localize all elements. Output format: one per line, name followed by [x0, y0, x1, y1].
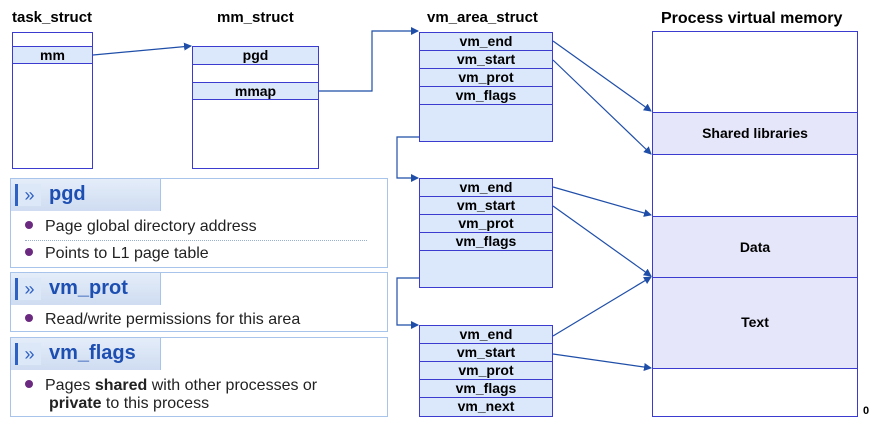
vm-prot-panel-title: vm_prot [49, 277, 128, 299]
pgd-panel-header: » pgd [11, 179, 161, 211]
text-segment: Text [653, 277, 857, 369]
vm-flags-bullet-1-cont: private to this process [49, 395, 210, 412]
vm3-vm-flags: vm_flags [420, 380, 552, 398]
vm2-vm-end: vm_end [420, 179, 552, 197]
pgd-panel-title: pgd [49, 183, 86, 205]
shared-libraries-segment: Shared libraries [653, 112, 857, 155]
chevron-icon: » [15, 343, 41, 365]
data-segment: Data [653, 216, 857, 278]
vm-area-struct-3: vm_end vm_start vm_prot vm_flags vm_next [419, 325, 553, 417]
vm2-vm-start: vm_start [420, 197, 552, 215]
vm1-vm-prot: vm_prot [420, 69, 552, 87]
vm-flags-info-panel: » vm_flags Pages shared with other proce… [10, 337, 388, 417]
vm1-vm-end: vm_end [420, 33, 552, 51]
vm-area-struct-1: vm_end vm_start vm_prot vm_flags [419, 32, 553, 142]
task-struct-title: task_struct [12, 9, 93, 26]
address-zero-label: 0 [863, 405, 870, 417]
pgd-bullet-2: Points to L1 page table [25, 245, 209, 263]
bullet-icon [25, 221, 33, 229]
vm2-end-to-data-arrow [552, 186, 652, 217]
vm2-to-vm3-next [396, 277, 419, 329]
bullet-icon [25, 380, 33, 388]
mm-struct-title: mm_struct [217, 9, 294, 26]
vm3-vm-end: vm_end [420, 326, 552, 344]
mm-struct-mmap-field: mmap [192, 82, 319, 100]
bullet-icon [25, 314, 33, 322]
vm-prot-panel-header: » vm_prot [11, 273, 161, 305]
vm-prot-info-panel: » vm_prot Read/write permissions for thi… [10, 272, 388, 332]
vm-prot-bullet-1: Read/write permissions for this area [25, 311, 300, 329]
pgd-bullet-1: Page global directory address [25, 218, 257, 236]
vm3-start-to-text-arrow [552, 353, 652, 371]
vm3-end-to-text-arrow [552, 276, 652, 337]
vm1-start-to-shared-arrow [552, 59, 652, 155]
mm-to-mmstruct-arrow [92, 42, 192, 56]
pgd-info-panel: » pgd Page global directory address Poin… [10, 178, 388, 268]
vm-flags-bullet-1: Pages shared with other processes or [25, 377, 317, 395]
private-emphasis: private [49, 395, 102, 412]
chevron-icon: » [15, 184, 41, 206]
vm-flags-panel-header: » vm_flags [11, 338, 161, 370]
chevron-icon: » [15, 278, 41, 300]
vm1-to-vm2-next [396, 136, 419, 182]
vm1-vm-start: vm_start [420, 51, 552, 69]
shared-emphasis: shared [94, 377, 148, 394]
process-memory-box: Shared libraries Data Text [652, 31, 858, 417]
bullet-icon [25, 248, 33, 256]
vm2-vm-flags: vm_flags [420, 233, 552, 251]
vm2-vm-prot: vm_prot [420, 215, 552, 233]
task-struct-mm-field: mm [12, 46, 93, 64]
vm3-vm-start: vm_start [420, 344, 552, 362]
vm3-vm-prot: vm_prot [420, 362, 552, 380]
pgd-separator [25, 240, 367, 241]
mm-struct-pgd-field: pgd [192, 46, 319, 65]
mm-struct-box [192, 46, 319, 169]
vm-flags-panel-title: vm_flags [49, 342, 136, 364]
vm3-vm-next: vm_next [420, 398, 552, 416]
vm-area-struct-title: vm_area_struct [427, 9, 538, 26]
mmap-to-vm1-arrow [319, 27, 419, 92]
process-memory-title: Process virtual memory [661, 10, 843, 27]
vm1-end-to-shared-arrow [552, 40, 652, 112]
vm-area-struct-2: vm_end vm_start vm_prot vm_flags [419, 178, 553, 288]
vm1-vm-flags: vm_flags [420, 87, 552, 105]
vm2-start-to-data-arrow [552, 205, 652, 277]
